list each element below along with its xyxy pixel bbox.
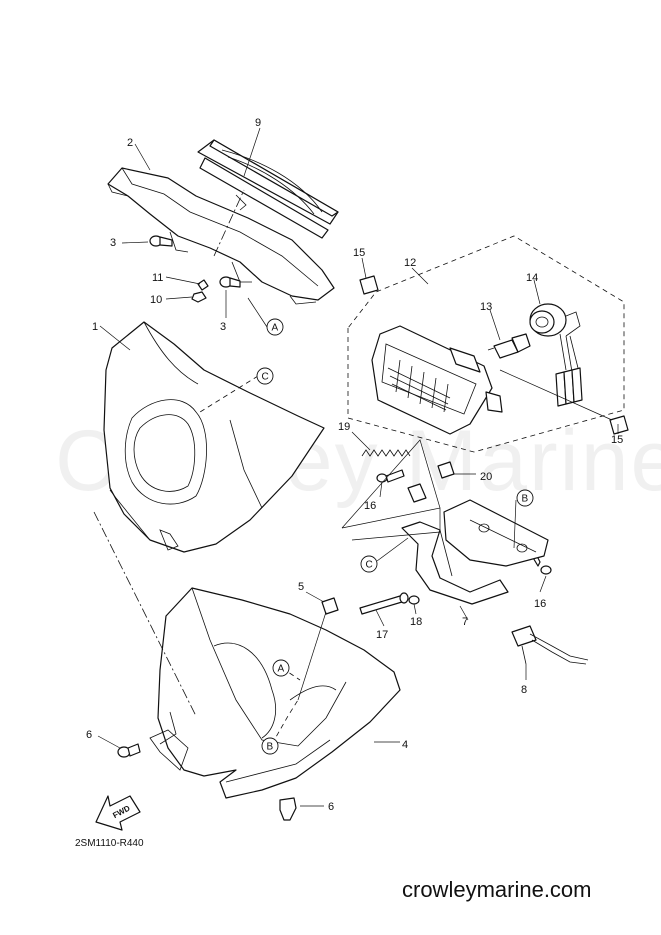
part-14-socket (529, 303, 583, 407)
part-15-clip-nut-upper (359, 275, 379, 295)
callout-8: 8 (521, 684, 527, 696)
part-5-bolt (321, 597, 339, 615)
part-6-fastener-right (279, 797, 297, 821)
callout-15-lower: 15 (611, 434, 623, 446)
callout-4: 4 (402, 739, 408, 751)
callout-6-left: 6 (86, 729, 92, 741)
callout-2: 2 (127, 137, 133, 149)
callout-3-lower: 3 (220, 321, 226, 333)
svg-text:C: C (262, 372, 269, 383)
callout-3-upper: 3 (110, 237, 116, 249)
part-17-bolt (359, 592, 409, 615)
callout-19: 19 (338, 421, 350, 433)
callout-13: 13 (480, 301, 492, 313)
link-line-15b (499, 369, 613, 421)
website-label: crowleymarine.com (402, 877, 592, 902)
ref-mark-c-lower: C (360, 555, 378, 573)
callout-16-upper: 16 (364, 500, 376, 512)
part-4-lower-cover (149, 587, 401, 799)
diagram-code: 2SM1110-R440 (75, 838, 144, 849)
headlight-assembly-boundary (347, 235, 625, 453)
svg-text:B: B (522, 494, 529, 505)
callout-17: 17 (376, 629, 388, 641)
callout-11: 11 (152, 272, 163, 284)
part-8-harness (511, 625, 589, 665)
svg-text:B: B (267, 742, 274, 753)
callout-18: 18 (410, 616, 422, 628)
part-11-clip (197, 279, 209, 291)
callout-1: 1 (92, 321, 98, 333)
ref-mark-b-lower: B (261, 737, 279, 755)
headlight-unit (371, 325, 503, 435)
part-9-meter-assembly (197, 139, 339, 239)
part-6-fastener-left (117, 743, 141, 758)
callout-16-lower: 16 (534, 598, 546, 610)
callout-15-upper: 15 (353, 247, 365, 259)
svg-text:A: A (272, 323, 279, 334)
callout-20: 20 (480, 471, 492, 483)
link-line-c-upper (199, 375, 259, 413)
ref-mark-b-upper: B (516, 489, 534, 507)
part-10-nut (191, 291, 207, 303)
ref-mark-a-upper: A (266, 318, 284, 336)
callout-12: 12 (404, 257, 416, 269)
ref-mark-a-lower: A (272, 659, 290, 677)
svg-text:C: C (366, 560, 373, 571)
link-line-headlight (341, 439, 441, 529)
link-line-5 (297, 611, 327, 701)
callout-7: 7 (462, 616, 468, 628)
link-line-b-upper (513, 499, 517, 549)
part-18-washer (408, 595, 420, 605)
part-2-meter-bracket (107, 167, 335, 305)
callout-6-right: 6 (328, 801, 334, 813)
callout-10: 10 (150, 294, 162, 306)
part-1-front-cover (103, 321, 325, 553)
svg-text:A: A (278, 664, 285, 675)
callout-14: 14 (526, 272, 538, 284)
part-3-bolt-lower (219, 276, 241, 288)
callout-leaders (97, 127, 619, 807)
chain-line-bracket (213, 189, 245, 257)
fwd-arrow-icon: FWD (95, 795, 141, 831)
part-3-bolt-upper (149, 235, 173, 247)
part-13-bulb (487, 333, 531, 359)
chain-line-cover (93, 511, 197, 717)
callout-9: 9 (255, 117, 261, 129)
link-line-c (341, 507, 441, 541)
ref-mark-c-upper: C (256, 367, 274, 385)
part-19-spring (361, 449, 411, 457)
link-line-b-lower (271, 699, 299, 745)
callout-5: 5 (298, 581, 304, 593)
part-15-clip-nut-lower (609, 415, 629, 435)
